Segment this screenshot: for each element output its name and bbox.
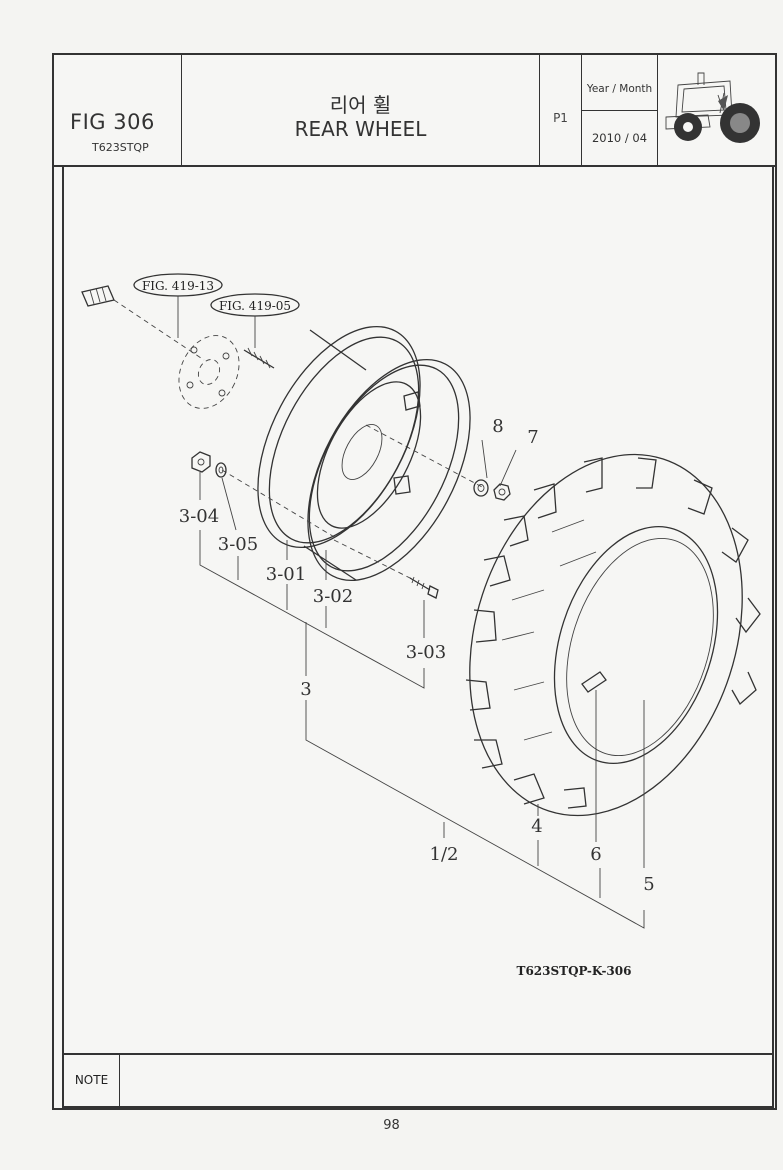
rear-tire <box>465 453 761 817</box>
wheel-stud <box>243 347 275 369</box>
wheel-disc <box>316 381 422 529</box>
tractor-icon <box>665 72 760 143</box>
title-korean: 리어 휠 <box>329 93 392 117</box>
leader-lines <box>199 439 645 929</box>
exploded-view-diagram: FIG. 419-13 FIG. 419-05 <box>81 273 761 978</box>
part-nut-7 <box>493 483 511 501</box>
svg-text:FIG. 419-05: FIG. 419-05 <box>219 299 291 313</box>
part-washer-8 <box>473 479 489 497</box>
label-1-2: 1/2 <box>430 844 459 865</box>
label-7: 7 <box>527 427 538 448</box>
page-number: 98 <box>383 1118 400 1133</box>
ref-fig-419-13: FIG. 419-13 <box>133 273 223 338</box>
sheet-header: FIG 306 T623STQP 리어 휠 REAR WHEEL P1 Year… <box>54 55 775 167</box>
label-3: 3 <box>300 679 311 700</box>
wheel-rim <box>257 325 471 582</box>
tractor-thumbnail <box>658 55 775 165</box>
parts-sheet-frame: FIG 306 T623STQP 리어 휠 REAR WHEEL P1 Year… <box>52 53 777 1110</box>
part-bolt-3-03 <box>409 576 439 599</box>
page-code: P1 <box>553 111 568 125</box>
year-month-value: 2010 / 04 <box>591 131 648 145</box>
svg-text:FIG. 419-13: FIG. 419-13 <box>142 279 214 293</box>
label-8: 8 <box>492 416 503 437</box>
fig-number: FIG 306 <box>70 110 155 134</box>
label-6: 6 <box>590 844 601 865</box>
year-month-label: Year / Month <box>586 83 653 95</box>
diagram-area: FIG. 419-13 FIG. 419-05 <box>62 165 774 1053</box>
label-3-05: 3-05 <box>218 534 258 555</box>
part-nut-3-04 <box>191 451 211 473</box>
hub-flange <box>178 335 240 409</box>
tube-valve <box>581 671 607 693</box>
axle-shaft <box>81 285 205 361</box>
part-washer-3-05 <box>215 462 227 478</box>
label-3-02: 3-02 <box>313 586 353 607</box>
ref-fig-419-05: FIG. 419-05 <box>210 293 300 348</box>
title-cell: 리어 휠 REAR WHEEL <box>182 55 540 165</box>
page-code-cell: P1 <box>540 55 582 165</box>
label-3-03: 3-03 <box>406 642 446 663</box>
drawing-code: T623STQP-K-306 <box>517 964 632 978</box>
note-row: NOTE <box>62 1053 774 1108</box>
model-code: T623STQP <box>92 141 149 154</box>
label-3-01: 3-01 <box>266 564 306 585</box>
label-4: 4 <box>531 816 542 837</box>
note-label: NOTE <box>64 1055 120 1106</box>
label-5: 5 <box>643 874 654 895</box>
year-month-cell: Year / Month 2010 / 04 <box>582 55 658 165</box>
fig-cell: FIG 306 T623STQP <box>54 55 182 165</box>
label-3-04: 3-04 <box>179 506 219 527</box>
title-english: REAR WHEEL <box>294 117 427 141</box>
